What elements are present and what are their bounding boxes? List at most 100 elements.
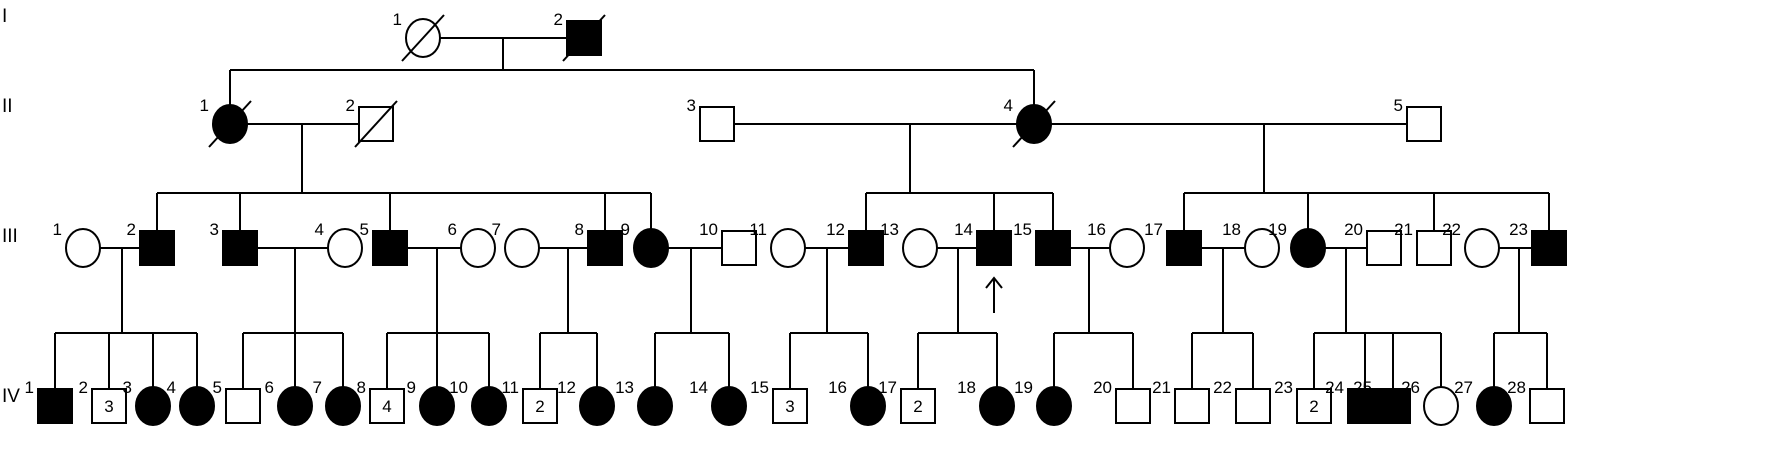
deceased-slash	[208, 100, 252, 148]
affected-male-symbol	[1531, 230, 1567, 266]
individual-number: 21	[1394, 220, 1413, 239]
affected-female-symbol	[633, 228, 669, 268]
individual-number: 16	[1087, 220, 1106, 239]
individual-iv-27: 27	[1454, 378, 1512, 426]
individual-number: 17	[878, 378, 897, 397]
individual-i-1: 1	[393, 10, 445, 62]
sibling-count: 2	[913, 397, 922, 416]
affected-male-symbol	[848, 230, 884, 266]
affected-female-symbol	[135, 386, 171, 426]
individual-number: 19	[1014, 378, 1033, 397]
individual-iv-19: 19	[1014, 378, 1072, 426]
affected-male-symbol	[1375, 388, 1411, 424]
individual-number: 10	[699, 220, 718, 239]
individual-number: 16	[828, 378, 847, 397]
individual-number: 1	[393, 10, 402, 29]
individual-iv-22: 22	[1213, 378, 1271, 424]
individual-number: 13	[615, 378, 634, 397]
individual-number: 7	[313, 378, 322, 397]
individual-number: 10	[449, 378, 468, 397]
individual-iii-9: 9	[621, 220, 669, 268]
unaffected-female-symbol	[1423, 386, 1459, 426]
individual-number: 22	[1442, 220, 1461, 239]
individual-number: 20	[1344, 220, 1363, 239]
individual-number: 1	[25, 378, 34, 397]
individual-number: 2	[79, 378, 88, 397]
unaffected-male-symbol	[369, 388, 405, 424]
individual-number: 3	[687, 96, 696, 115]
individual-iii-18: 18	[1222, 220, 1280, 268]
individual-iv-10: 10	[449, 378, 507, 426]
individual-iv-16: 16	[828, 378, 886, 426]
individual-iii-3: 3	[210, 220, 258, 266]
individual-iv-25: 25	[1353, 378, 1411, 424]
unaffected-female-symbol	[770, 228, 806, 268]
deceased-slash	[1012, 100, 1056, 148]
unaffected-female-symbol	[1109, 228, 1145, 268]
individual-number: 24	[1325, 378, 1344, 397]
affected-female-symbol	[850, 386, 886, 426]
individual-number: 11	[749, 220, 767, 239]
individual-iii-14: 14	[954, 220, 1012, 266]
individual-i-2: 2	[554, 10, 606, 62]
individual-iii-23: 23	[1509, 220, 1567, 266]
individual-iv-20: 20	[1093, 378, 1151, 424]
sibling-count: 2	[535, 397, 544, 416]
unaffected-female-symbol	[1244, 228, 1280, 268]
individual-iv-4: 4	[167, 378, 215, 426]
individual-iv-6: 6	[265, 378, 313, 426]
individual-iii-19: 19	[1268, 220, 1326, 268]
individual-iii-4: 4	[315, 220, 363, 268]
individual-number: 2	[127, 220, 136, 239]
affected-male-symbol	[976, 230, 1012, 266]
individual-number: 8	[575, 220, 584, 239]
individual-number: 14	[689, 378, 708, 397]
individual-iii-22: 22	[1442, 220, 1500, 268]
individual-number: 1	[200, 96, 209, 115]
individual-number: 3	[123, 378, 132, 397]
individual-ii-4: 4	[1004, 96, 1056, 148]
individual-number: 4	[315, 220, 324, 239]
unaffected-female-symbol	[1464, 228, 1500, 268]
unaffected-female-symbol	[65, 228, 101, 268]
unaffected-male-symbol	[1235, 388, 1271, 424]
unaffected-female-symbol	[902, 228, 938, 268]
individual-iv-8: 84	[357, 378, 405, 424]
unaffected-male-symbol	[699, 106, 735, 142]
individual-iii-11: 11	[749, 220, 806, 268]
sibling-count: 2	[1309, 397, 1318, 416]
affected-male-symbol	[372, 230, 408, 266]
individual-iii-1: 1	[53, 220, 101, 268]
affected-female-symbol	[579, 386, 615, 426]
individual-number: 13	[880, 220, 899, 239]
individual-number: 6	[265, 378, 274, 397]
individual-iii-2: 2	[127, 220, 175, 266]
individual-number: 4	[1004, 96, 1013, 115]
individual-number: 14	[954, 220, 973, 239]
individual-ii-3: 3	[687, 96, 735, 142]
individual-iii-10: 10	[699, 220, 757, 266]
generation-label-3: III	[2, 226, 18, 247]
unaffected-male-symbol	[225, 388, 261, 424]
individual-number: 5	[360, 220, 369, 239]
unaffected-male-symbol	[1296, 388, 1332, 424]
unaffected-male-symbol	[1416, 230, 1452, 266]
unaffected-male-symbol	[1406, 106, 1442, 142]
individual-number: 17	[1144, 220, 1163, 239]
deceased-slash	[562, 14, 606, 62]
individual-iv-2: 23	[79, 378, 127, 424]
affected-male-symbol	[1035, 230, 1071, 266]
individual-number: 2	[554, 10, 563, 29]
affected-female-symbol	[979, 386, 1015, 426]
individual-iii-13: 13	[880, 220, 938, 268]
unaffected-male-symbol	[1529, 388, 1565, 424]
individual-number: 15	[1013, 220, 1032, 239]
affected-female-symbol	[179, 386, 215, 426]
unaffected-male-symbol	[900, 388, 936, 424]
unaffected-male-symbol	[91, 388, 127, 424]
individual-number: 12	[557, 378, 576, 397]
individual-number: 27	[1454, 378, 1473, 397]
individual-number: 18	[957, 378, 976, 397]
individual-number: 8	[357, 378, 366, 397]
unaffected-male-symbol	[522, 388, 558, 424]
